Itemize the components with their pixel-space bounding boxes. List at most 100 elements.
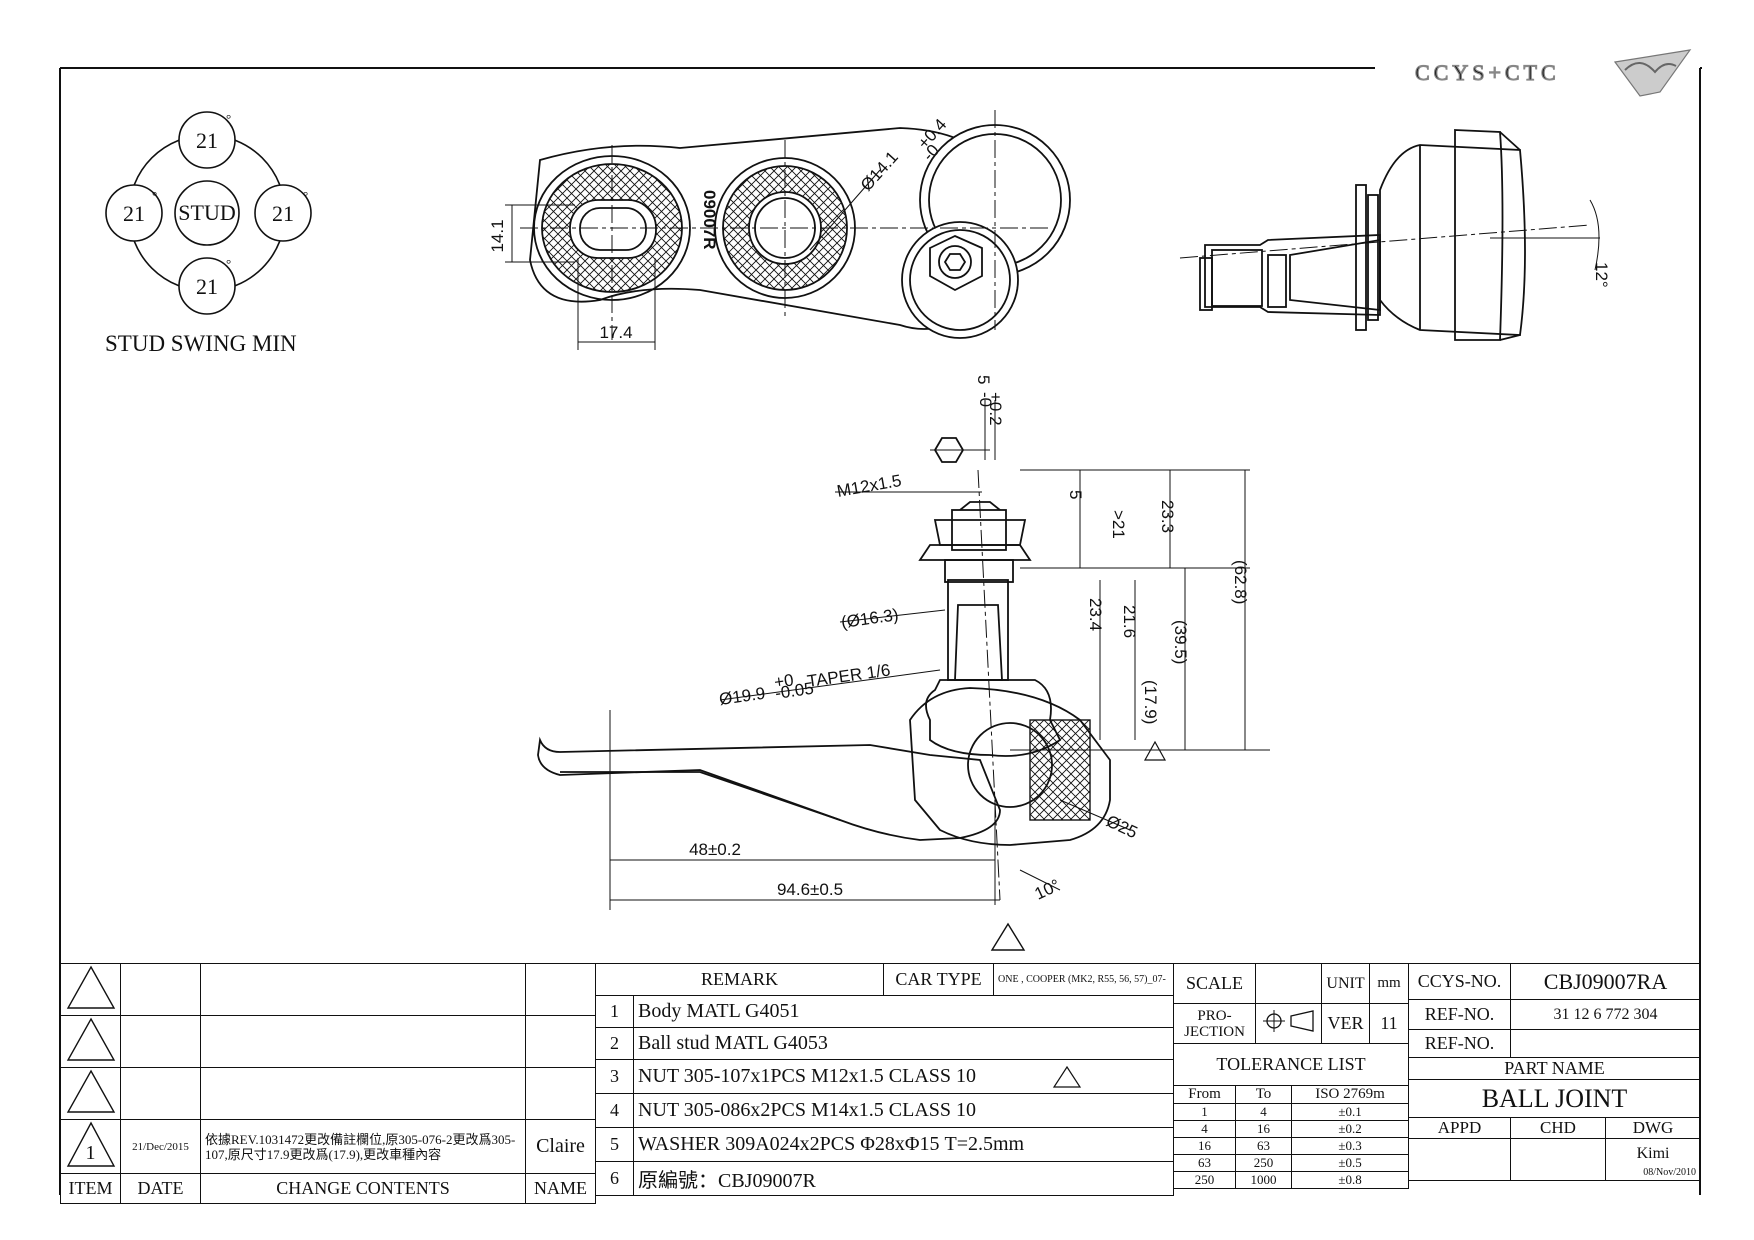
ref-no2-value [1509,1029,1702,1058]
dim-5-nut: 5 [1066,490,1085,499]
swing-degree-mark: ° [303,188,308,203]
tolerance-header: From [1173,1085,1236,1104]
scale-block: SCALE UNIT mm PRO-JECTION VER 11 [1173,963,1409,1044]
revision-table: 1 21/Dec/2015 依據REV.1031472更改備註欄位,原305-0… [60,963,596,1204]
remark-text: WASHER 309A024x2PCS Φ28xΦ15 T=2.5mm [632,1127,1175,1162]
chd-label: CHD [1510,1117,1606,1139]
header-item: ITEM [60,1173,121,1204]
dim-94-6: 94.6±0.5 [777,880,843,899]
dim-phi-19-9-tol-upper: +0 [773,670,795,692]
dim-5-tol-upper: +0.2 [986,392,1005,426]
swing-caption: STUD SWING MIN [105,331,297,356]
ref-no2-label: REF-NO. [1408,1029,1511,1058]
dim-21-6: 21.6 [1120,605,1139,638]
remark-text: NUT 305-107x1PCS M12x1.5 CLASS 10 [638,1065,977,1087]
remark-no: 5 [595,1127,634,1162]
revision-triangle-icon [66,1017,115,1061]
part-mark: 09007R [700,190,719,250]
projection-label: PRO-JECTION [1173,1003,1256,1044]
revision-row [60,963,596,1016]
revision-name: Claire [525,1119,596,1174]
revision-change: 依據REV.1031472更改備註欄位,原305-076-2更改爲305-107… [200,1119,526,1174]
dim-phi-19-9: Ø19.9 [718,684,767,709]
first-angle-projection-icon [1262,1010,1314,1032]
top-view [505,110,1071,350]
dim-phi-16-3: (Ø16.3) [840,605,900,632]
revision-row: 1 21/Dec/2015 依據REV.1031472更改備註欄位,原305-0… [60,1119,596,1174]
remark-text: Body MATL G4051 [632,995,1175,1028]
swing-degree-mark: ° [152,188,157,203]
dim-5-tol-lower: -0 [976,392,995,407]
dim-17-4: 17.4 [599,323,632,342]
dim-10-deg: 10° [1032,876,1063,904]
part-name-value: BALL JOINT [1407,1079,1702,1118]
stud-swing-diagram [105,111,312,315]
tol-to: 16 [1235,1120,1292,1138]
dim-17-9: (17.9) [1141,680,1160,724]
header-name: NAME [525,1173,596,1204]
tolerance-header: To [1235,1085,1292,1104]
tol-value: ±0.2 [1290,1120,1410,1138]
remark-row: 4 NUT 305-086x2PCS M14x1.5 CLASS 10 [595,1093,1175,1128]
revision-date: 21/Dec/2015 [120,1119,201,1174]
front-view [537,400,1270,951]
dim-taper: TAPER 1/6 [806,660,892,690]
tol-value: ±0.8 [1290,1171,1410,1189]
tol-value: ±0.5 [1290,1154,1410,1172]
swing-angle-top: 21 [196,128,218,153]
dwg-date: 08/Nov/2010 [1643,1167,1697,1178]
revision-triangle-icon [66,1121,115,1167]
tol-value: ±0.1 [1290,1103,1410,1121]
swing-center-label: STUD [178,200,235,225]
ref-no-label: REF-NO. [1408,999,1511,1030]
remark-no: 3 [595,1059,634,1094]
unit-value: mm [1369,963,1409,1004]
swing-angle-bottom: 21 [196,274,218,299]
dim-phi-14-1: Ø14.1 [857,148,902,195]
remark-text: NUT 305-086x2PCS M14x1.5 CLASS 10 [632,1093,1175,1128]
swing-degree-mark: ° [226,111,231,126]
ver-value: 11 [1369,1003,1409,1044]
dim-m12: M12x1.5 [835,471,903,501]
tol-value: ±0.3 [1290,1137,1410,1155]
revision-triangle-icon [66,965,115,1009]
tol-to: 250 [1235,1154,1292,1172]
dim-gt21: >21 [1109,510,1128,539]
tol-from: 63 [1173,1154,1236,1172]
part-name-label: PART NAME [1407,1057,1702,1080]
header-change: CHANGE CONTENTS [200,1173,526,1204]
revision-triangle-icon [1052,1065,1082,1088]
ccys-no-value: CBJ09007RA [1509,963,1702,1000]
swing-angle-right: 21 [272,201,294,226]
revision-triangle-icon [66,1069,115,1113]
tol-from: 250 [1173,1171,1236,1189]
logo-text: CCYS+CTC [1415,60,1560,85]
tol-from: 4 [1173,1120,1236,1138]
side-view [1179,129,1600,341]
revision-item-cell [60,963,121,1016]
dim-phi-25: Ø25 [1103,811,1140,842]
tol-to: 4 [1235,1103,1292,1121]
tol-to: 1000 [1235,1171,1292,1189]
dwg-name: Kimi [1636,1145,1670,1162]
remark-no: 1 [595,995,634,1028]
dim-23-3: 23.3 [1158,500,1177,533]
swing-degree-mark: ° [226,256,231,271]
remark-text: 原編號：CBJ09007R [632,1161,1175,1196]
scale-value [1255,963,1322,1004]
dim-48: 48±0.2 [689,840,741,859]
tol-from: 1 [1173,1103,1236,1121]
dim-14-1: 14.1 [488,219,507,252]
remark-no: 4 [595,1093,634,1128]
ref-no-value: 31 12 6 772 304 [1509,999,1702,1030]
dwg-label: DWG [1604,1117,1702,1139]
remark-table: REMARK CAR TYPE ONE , COOPER (MK2, R55, … [594,963,1175,1196]
brand-logo: CCYS+CTC [1414,49,1692,97]
ver-label: VER [1321,1003,1370,1044]
swing-angle-left: 21 [123,201,145,226]
car-type-label: CAR TYPE [883,963,995,996]
remark-text: Ball stud MATL G4053 [632,1027,1175,1060]
projection-symbol [1255,1003,1322,1044]
